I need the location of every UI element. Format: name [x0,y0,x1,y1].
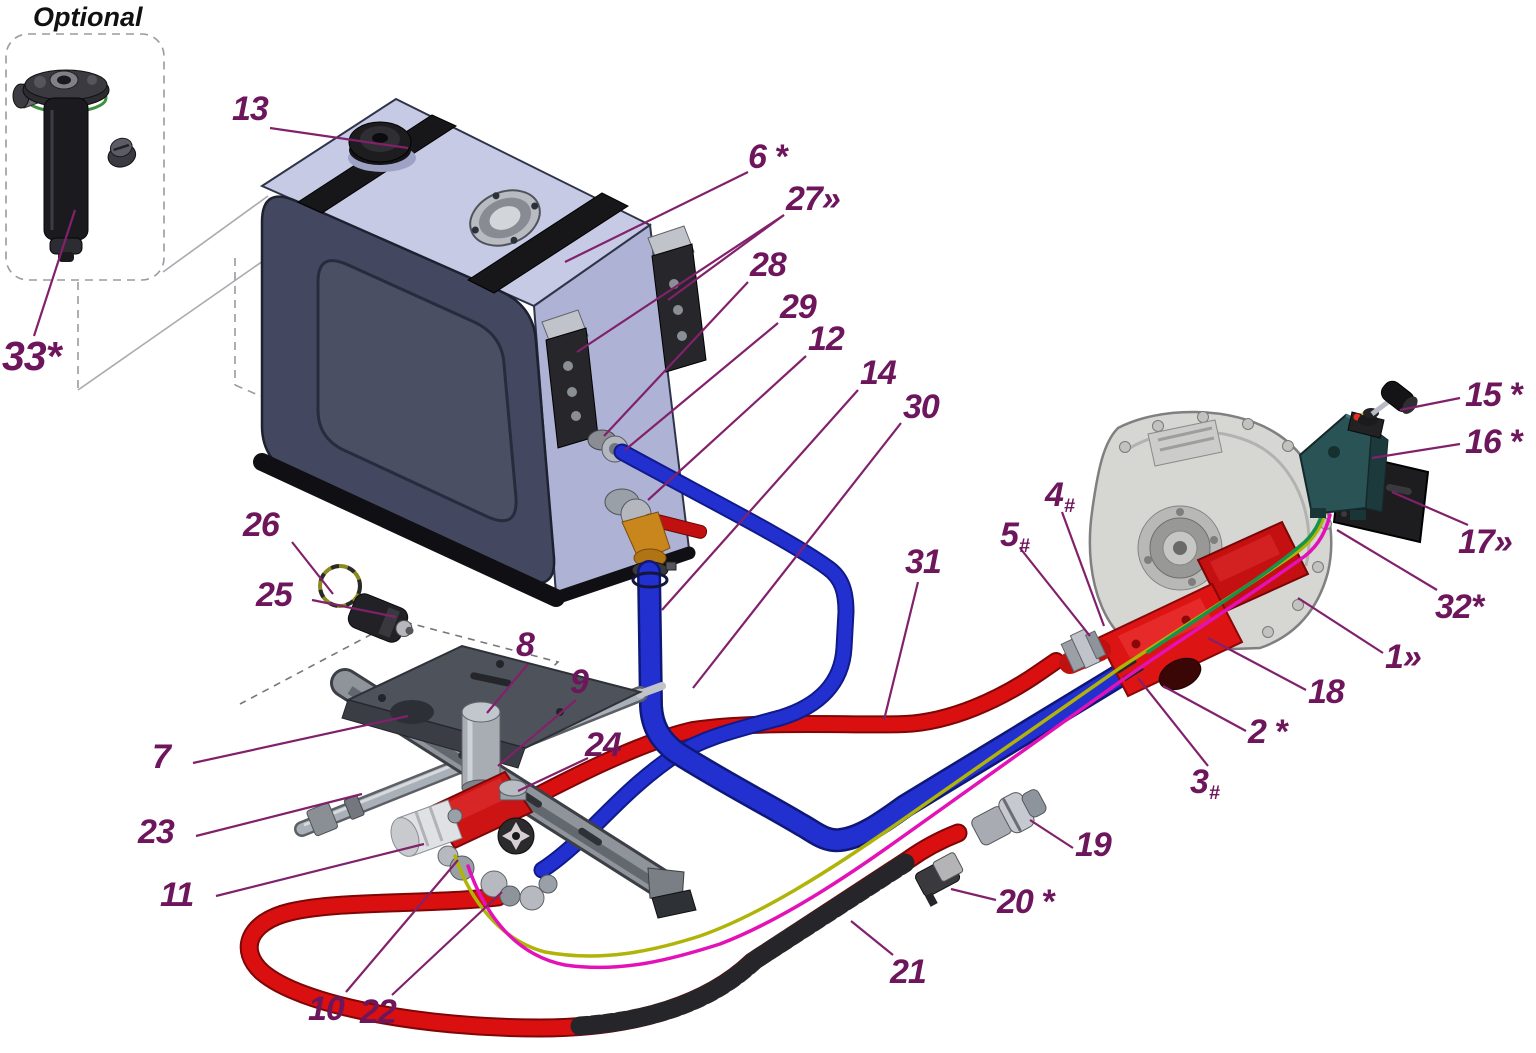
optional-box [5,33,165,281]
leader-line-31 [882,581,920,721]
suction-strainer [12,69,137,262]
tank-recessed-panel [316,259,518,523]
leader-line-19 [1029,819,1074,849]
leader-line-10 [345,859,459,993]
leader-line-17 [1391,490,1469,527]
leader-line-12 [647,355,807,501]
brass-elbow [621,511,671,563]
leader-line-5 [1019,547,1091,637]
hose-coupling [971,789,1047,846]
strainer-plug [107,137,137,168]
hydraulic-tank [253,97,708,607]
leader-line-32 [1336,529,1438,591]
gearbox [1088,410,1333,654]
leader-line-21 [850,920,894,956]
leader-line-27 [667,214,785,301]
filler-cap [348,121,416,172]
leader-line-13 [269,126,409,150]
leader-line-30 [692,422,902,689]
leader-line-15 [1399,396,1461,412]
leader-line-24 [517,757,589,792]
leader-line-25 [311,598,397,619]
gearbox-hub [1137,505,1223,591]
cable-magenta [466,513,1332,970]
valve-port-fittings [437,845,558,911]
cleanout-flange [469,189,541,247]
brand-logo [1328,446,1340,458]
control-valve [390,701,558,911]
leader-line-4 [1060,511,1106,627]
tank-strap [466,192,630,294]
pump-flange [1158,657,1202,691]
leader-line-27 [576,214,785,353]
strap-bracket [541,309,599,449]
hose-clamp-20 [915,852,964,907]
control-lever [1298,380,1418,520]
leader-line-16 [1371,442,1461,460]
mounting-plate [341,644,643,769]
leader-line-3 [1137,677,1209,767]
tipper-hose [239,789,1047,1038]
leader-line-22 [391,891,503,996]
leader-line-20 [950,887,997,902]
leader-line-26 [291,541,334,595]
leader-line-29 [624,322,779,451]
leader-line-23 [195,792,363,838]
cable-green [1146,506,1326,654]
leader-line-7 [192,714,409,765]
cables [453,506,1332,970]
leader-line-6 [564,171,749,263]
return-hose [533,443,855,879]
valve-knob [497,817,535,855]
solenoid [390,799,463,857]
leader-line-18 [1207,637,1307,691]
leader-line-28 [603,281,749,437]
leader-line-2 [1162,685,1247,732]
leader-line-1 [1297,597,1384,654]
pump-hex-fitting [1060,628,1107,673]
cable-yellow [453,508,1328,958]
leader-line-14 [661,389,859,611]
pressure-hose [491,652,1065,824]
leader-line-8 [486,663,529,714]
tube-hex-fitting [306,802,338,837]
spring-guard [570,853,915,1036]
leader-line-9 [497,699,577,767]
leader-line-33 [32,209,77,337]
leader-line-11 [215,842,425,898]
suction-hose [631,560,1134,853]
hose-clamp [631,571,669,589]
joystick [1347,380,1418,439]
